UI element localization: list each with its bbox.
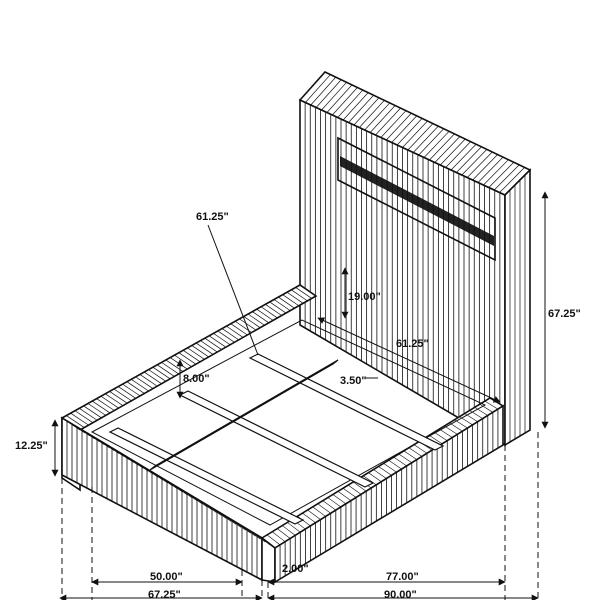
label-headboard-width: 61.25" xyxy=(396,338,429,350)
label-outer-length: 90.00" xyxy=(384,589,417,600)
headboard-side xyxy=(504,168,531,447)
extension-lines xyxy=(61,432,539,600)
left-rail-top xyxy=(60,284,318,431)
label-slat-spacing: 3.50" xyxy=(340,375,367,387)
label-headboard-width-top: 61.25" xyxy=(196,211,229,223)
label-inner-length: 77.00" xyxy=(386,571,419,583)
label-rail-thickness: 2.00" xyxy=(282,563,309,575)
label-inner-width: 50.00" xyxy=(150,571,183,583)
frame-ribs xyxy=(61,284,504,582)
headboard xyxy=(298,71,532,447)
label-outer-width: 67.25" xyxy=(148,589,181,600)
label-rail-height: 8.00" xyxy=(183,373,210,385)
dimension-lines xyxy=(51,191,549,600)
right-rail-outer xyxy=(274,404,504,584)
dimension-labels: 61.25" 67.25" 19.00" 61.25" 3.50" 8.00" … xyxy=(15,211,581,600)
leader-61-top xyxy=(207,224,259,356)
label-frame-height: 12.25" xyxy=(15,440,48,452)
label-headboard-height: 67.25" xyxy=(548,308,581,320)
headboard-panel-shadow xyxy=(340,156,494,246)
dim-61-25 xyxy=(317,317,501,403)
label-headboard-panel-height: 19.00" xyxy=(348,291,381,303)
